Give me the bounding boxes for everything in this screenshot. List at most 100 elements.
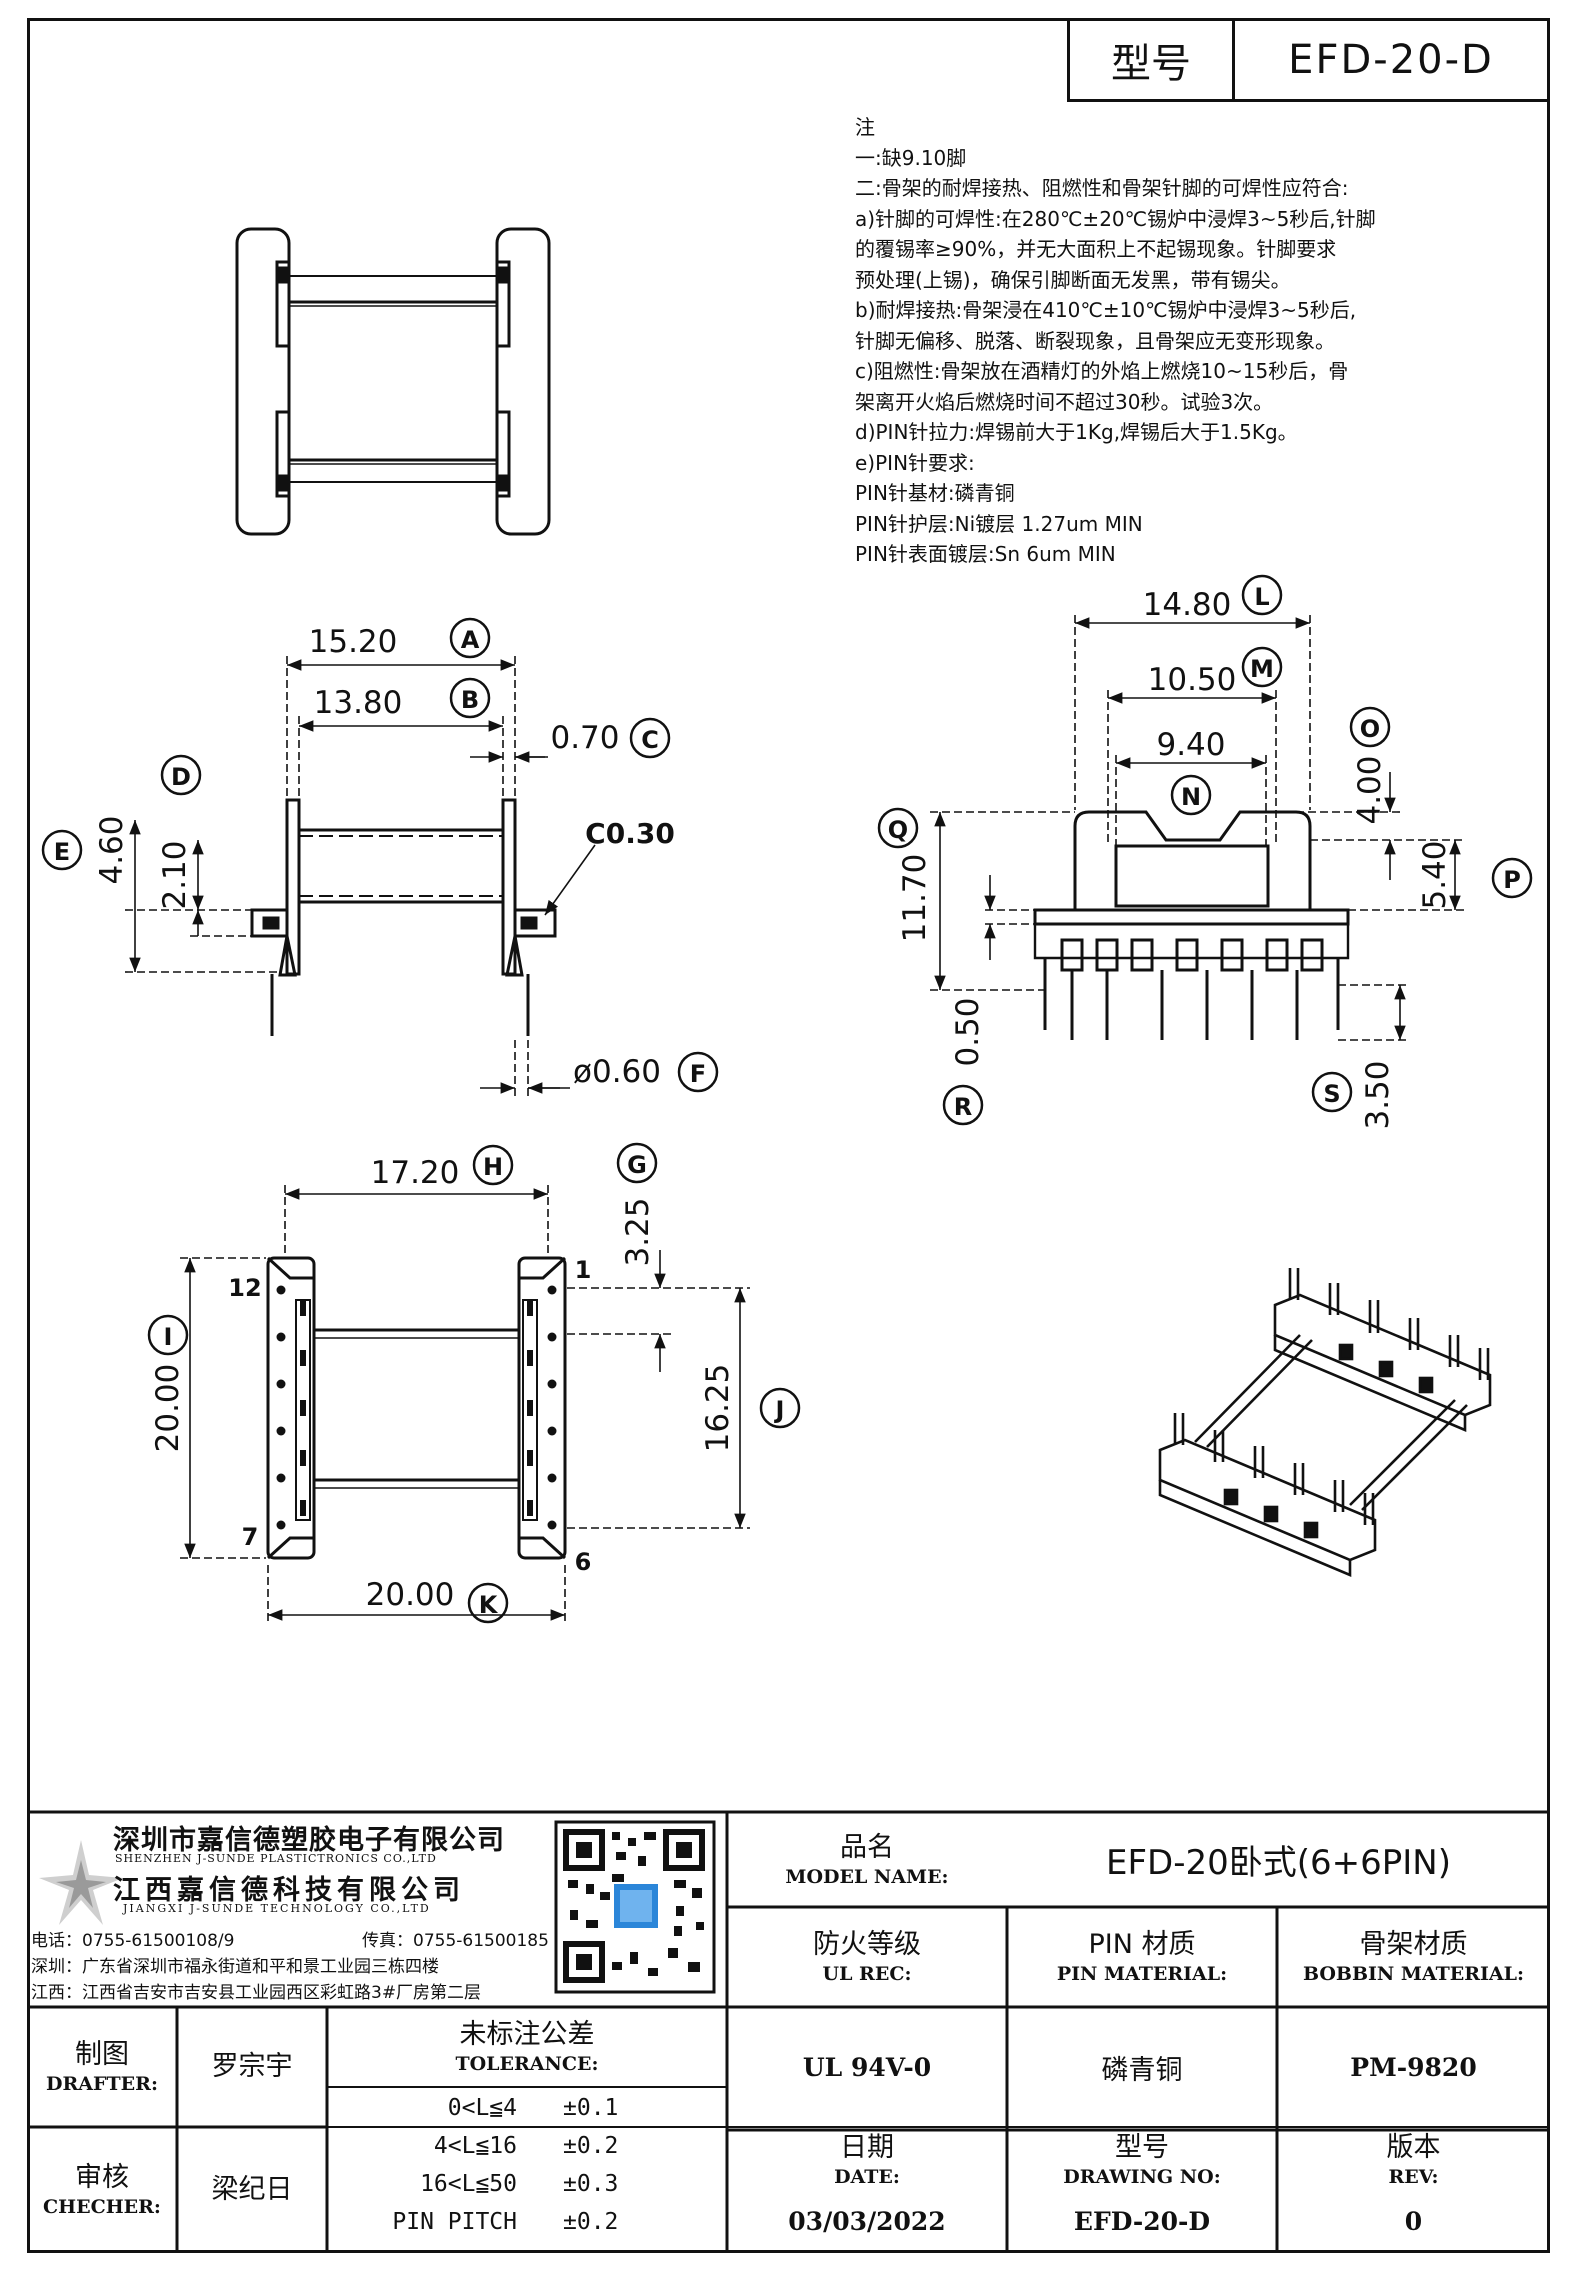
dim-chamfer: C0.30	[585, 817, 675, 850]
dim-b-value: 13.80	[314, 685, 403, 721]
drawing-frame	[27, 18, 1550, 2253]
svg-text:P: P	[1503, 866, 1521, 894]
model-name-label-cell: 品名 MODEL NAME:	[727, 1812, 1007, 1907]
company-name-en: SHENZHEN J-SUNDE PLASTICTRONICS CO.,LTD	[115, 1852, 437, 1865]
dim-k-value: 20.00	[366, 1577, 455, 1613]
tolerance-label-cell: 未标注公差 TOLERANCE:	[327, 2007, 727, 2087]
svg-text:K: K	[479, 1591, 499, 1619]
svg-text:B: B	[461, 686, 479, 714]
dim-n-value: 9.40	[1156, 727, 1225, 763]
pin-label-12: 12	[228, 1274, 261, 1302]
dim-q-value: 11.70	[897, 854, 933, 943]
header-model-label-cell: 型号	[1067, 18, 1235, 102]
dim-a-balloon: A	[449, 617, 491, 659]
note-line: 二:骨架的耐焊接热、阻燃性和骨架针脚的可焊性应符合:	[855, 176, 1349, 200]
header-model-value: EFD-20-D	[1288, 37, 1494, 83]
svg-text:R: R	[954, 1093, 972, 1121]
svg-text:J: J	[774, 1396, 785, 1424]
checker-value-cell: 梁纪日	[177, 2127, 327, 2253]
checker-label-cell: 审核 CHECHER:	[27, 2127, 177, 2253]
header-model-value-cell: EFD-20-D	[1232, 18, 1550, 102]
svg-text:I: I	[164, 1323, 173, 1351]
company-address-shenzhen: 深圳：广东省深圳市福永街道和平和景工业园三栋四楼	[31, 1957, 439, 1977]
pin-material-label-cn: PIN 材质	[1088, 1929, 1196, 1960]
tolerance-value: ±0.2	[563, 2209, 619, 2235]
dim-j-value: 16.25	[700, 1364, 736, 1453]
date-label-cn: 日期	[840, 2132, 894, 2163]
note-line: e)PIN针要求:	[855, 450, 975, 475]
ul-label-cn: 防火等级	[813, 1929, 921, 1960]
drawing-no-label-cell: 型号 DRAWING NO:	[1007, 2130, 1277, 2190]
bobbin-material-value-cell: PM-9820	[1277, 2007, 1550, 2127]
front-view	[250, 798, 557, 1036]
side-view-dims	[930, 615, 1465, 1041]
company-logo-icon	[39, 1840, 123, 1925]
rev-value: 0	[1404, 2207, 1423, 2236]
dim-d-balloon: D	[160, 754, 202, 796]
dim-p-balloon: P	[1491, 857, 1533, 899]
dim-k-balloon: K	[467, 1582, 509, 1624]
dim-q-balloon: Q	[877, 807, 919, 849]
drafter-value-cell: 罗宗宇	[177, 2007, 327, 2127]
note-line: 的覆锡率≥90%，并无大面积上不起锡现象。针脚要求	[855, 237, 1337, 261]
front-view-dims	[125, 656, 596, 1098]
date-label-cell: 日期 DATE:	[727, 2130, 1007, 2190]
tolerance-range: 16<L≦50	[420, 2171, 517, 2197]
dim-i-value: 20.00	[150, 1364, 186, 1453]
dim-o-value: 4.00	[1352, 755, 1388, 824]
svg-text:S: S	[1323, 1080, 1340, 1108]
svg-text:F: F	[690, 1060, 706, 1088]
dim-e-balloon: E	[41, 829, 83, 871]
pin-material-value: 磷青铜	[1101, 2054, 1183, 2086]
company-phone: 电话：0755-61500108/9	[31, 1931, 235, 1951]
svg-text:Q: Q	[888, 816, 908, 844]
dim-o-balloon: O	[1349, 706, 1391, 748]
dim-f-balloon: F	[677, 1051, 719, 1093]
dim-d-value: 2.10	[157, 840, 193, 909]
checker-label-en: CHECHER:	[43, 2196, 161, 2218]
dim-s-value: 3.50	[1360, 1060, 1396, 1129]
svg-text:G: G	[627, 1151, 647, 1179]
rev-label-cell: 版本 REV:	[1277, 2130, 1550, 2190]
model-name-label-en: MODEL NAME:	[785, 1865, 949, 1888]
tolerance-table: 0<L≦4 ±0.1 4<L≦16 ±0.2 16<L≦50 ±0.3 PIN …	[327, 2087, 727, 2253]
model-name-value-cell: EFD-20卧式(6+6PIN)	[1007, 1812, 1550, 1907]
bobbin-material-label-en: BOBBIN MATERIAL:	[1302, 1963, 1525, 1985]
note-line: b)耐焊接热:骨架浸在410℃±10℃锡炉中浸焊3~5秒后,	[855, 298, 1357, 322]
dim-l-balloon: L	[1241, 574, 1283, 616]
drawing-no-label-cn: 型号	[1115, 2132, 1169, 2163]
bobbin-material-value: PM-9820	[1350, 2052, 1477, 2082]
company2-name-en: JIANGXI J-SUNDE TECHNOLOGY CO.,LTD	[123, 1902, 431, 1915]
drafter-value: 罗宗宇	[211, 2051, 293, 2082]
tolerance-value: ±0.3	[563, 2171, 619, 2197]
dim-f-value: ø0.60	[573, 1054, 661, 1090]
bottom-view-dims	[180, 1185, 750, 1625]
drawing-no-value: EFD-20-D	[1073, 2207, 1211, 2236]
dim-r-value: 0.50	[950, 997, 986, 1066]
tolerance-value: ±0.2	[563, 2133, 619, 2159]
drafter-label-cn: 制图	[75, 2039, 129, 2070]
rev-label-cn: 版本	[1386, 2132, 1441, 2163]
company-address-jiangxi: 江西：江西省吉安市吉安县工业园西区彩虹路3#厂房第二层	[31, 1983, 482, 2003]
note-line: 架离开火焰后燃烧时间不超过30秒。试验3次。	[855, 389, 1274, 414]
pin-material-value-cell: 磷青铜	[1007, 2007, 1277, 2127]
drafter-label-cell: 制图 DRAFTER:	[27, 2007, 177, 2127]
technical-drawings: 15.20 A 13.80 B 0.70 C 2.10 D 4.60 E ø0.…	[41, 227, 1533, 1625]
qr-code-icon	[563, 1829, 705, 1983]
top-view	[235, 227, 551, 536]
dim-c-balloon: C	[629, 717, 671, 759]
pin-material-label-cell: PIN 材质 PIN MATERIAL:	[1007, 1907, 1277, 2007]
tolerance-range: 4<L≦16	[433, 2133, 517, 2159]
note-line: 注	[855, 115, 875, 139]
dim-a-value: 15.20	[309, 624, 398, 660]
company-block: 深圳市嘉信德塑胶电子有限公司 SHENZHEN J-SUNDE PLASTICT…	[27, 1812, 727, 2007]
ul-value-cell: UL 94V-0	[727, 2007, 1007, 2127]
dim-r-balloon: R	[942, 1084, 984, 1126]
svg-text:E: E	[54, 838, 70, 866]
model-name-label-cn: 品名	[840, 1831, 894, 1863]
company2-name-cn: 江西嘉信德科技有限公司	[113, 1875, 465, 1906]
checker-label-cn: 审核	[75, 2162, 129, 2193]
dim-e-value: 4.60	[94, 815, 130, 884]
svg-text:H: H	[483, 1153, 503, 1181]
